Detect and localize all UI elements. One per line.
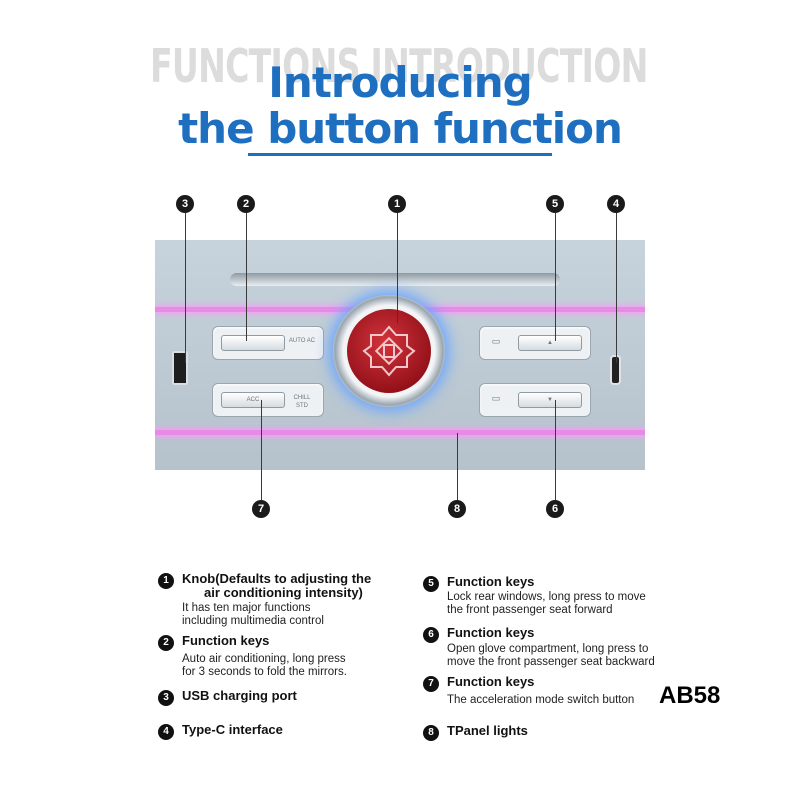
legend-desc: the front passenger seat forward: [447, 604, 613, 616]
legend-desc: for 3 seconds to fold the mirrors.: [182, 666, 347, 678]
callout-1: 1: [388, 195, 406, 213]
legend-num: 8: [423, 725, 439, 741]
panel-light-bottom: [155, 430, 645, 435]
auto-ac-label: AUTO AC: [288, 338, 316, 344]
knob[interactable]: [347, 309, 431, 393]
leader-2: [246, 213, 247, 341]
seat-backward-key[interactable]: ▼: [518, 392, 582, 408]
callout-6: 6: [546, 500, 564, 518]
callout-2: 2: [237, 195, 255, 213]
cd-slot: [230, 273, 560, 286]
legend-title: Function keys: [447, 674, 535, 689]
legend-title: USB charging port: [182, 688, 297, 703]
callout-7: 7: [252, 500, 270, 518]
page-title-line2: the button function: [178, 104, 623, 153]
type-c-port[interactable]: [610, 355, 621, 385]
legend-desc: It has ten major functions: [182, 602, 311, 614]
legend-num: 2: [158, 635, 174, 651]
callout-8: 8: [448, 500, 466, 518]
leader-4: [616, 213, 617, 363]
legend-num: 4: [158, 724, 174, 740]
legend-title: Function keys: [182, 633, 270, 648]
leader-3: [185, 213, 186, 363]
legend-num: 6: [423, 627, 439, 643]
chill-std-label: CHILL STD: [293, 395, 311, 409]
product-code: AB58: [659, 682, 721, 709]
legend-desc: Lock rear windows, long press to move: [447, 591, 646, 603]
callout-5: 5: [546, 195, 564, 213]
rear-window-lock-button[interactable]: ▭ ▲: [479, 326, 591, 360]
legend-num: 7: [423, 676, 439, 692]
legend-title: TPanel lights: [447, 723, 528, 738]
legend-title-cont: air conditioning intensity): [204, 585, 363, 600]
legend-title: Knob(Defaults to adjusting the: [182, 571, 372, 586]
callout-3: 3: [176, 195, 194, 213]
leader-5: [555, 213, 556, 341]
control-panel: AUTO AC ACC CHILL STD ▭ ▲ ▭ ▼: [155, 240, 645, 470]
page-title-line1: Introducing: [268, 58, 532, 107]
leader-8: [457, 433, 458, 500]
legend-desc: move the front passenger seat backward: [447, 656, 655, 668]
acc-key[interactable]: ACC: [221, 392, 285, 408]
leader-7: [261, 400, 262, 500]
callout-4: 4: [607, 195, 625, 213]
legend-desc: Open glove compartment, long press to: [447, 643, 649, 655]
glove-box-button[interactable]: ▭ ▼: [479, 383, 591, 417]
seat-forward-key[interactable]: ▲: [518, 335, 582, 351]
knob-emblem-icon: [362, 325, 416, 377]
legend-desc: The acceleration mode switch button: [447, 694, 635, 706]
title-underline: [248, 153, 552, 156]
legend-title: Type-C interface: [182, 722, 283, 737]
window-icon: ▭: [491, 336, 501, 346]
legend-num: 3: [158, 690, 174, 706]
auto-ac-key[interactable]: [221, 335, 285, 351]
leader-1: [397, 213, 398, 323]
leader-6: [555, 400, 556, 500]
legend-title: Function keys: [447, 574, 535, 589]
legend-num: 1: [158, 573, 174, 589]
knob-ring: [333, 295, 445, 407]
legend-num: 5: [423, 576, 439, 592]
acc-mode-button[interactable]: ACC CHILL STD: [212, 383, 324, 417]
glove-box-icon: ▭: [491, 393, 501, 403]
legend-desc: including multimedia control: [182, 615, 324, 627]
legend-title: Function keys: [447, 625, 535, 640]
usb-charging-port[interactable]: [172, 351, 188, 385]
auto-ac-button[interactable]: AUTO AC: [212, 326, 324, 360]
legend-desc: Auto air conditioning, long press: [182, 653, 346, 665]
